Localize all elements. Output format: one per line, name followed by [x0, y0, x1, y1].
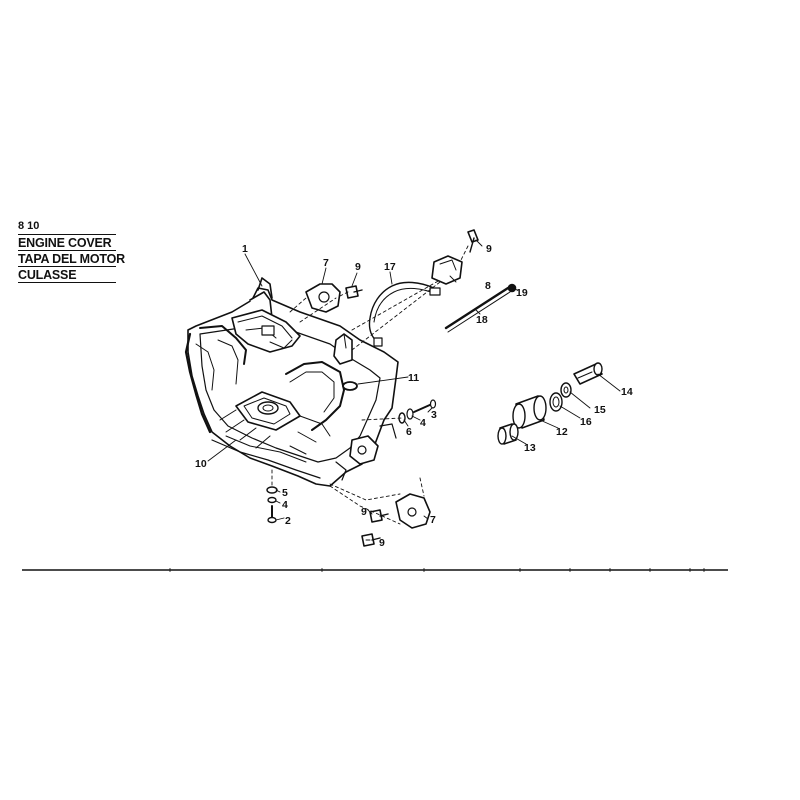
mount-bracket-lower [395, 493, 431, 529]
callout-4-lower: 4 [282, 499, 288, 511]
section-number-fragment: 8 10 [18, 220, 116, 235]
grommet-5 [266, 486, 278, 494]
callout-6: 6 [406, 426, 412, 438]
callout-17: 17 [384, 261, 396, 273]
callout-2: 2 [285, 515, 291, 527]
callout-15: 15 [594, 404, 606, 416]
bottom-rule [22, 568, 728, 572]
callout-16: 16 [580, 416, 592, 428]
wire-harness [368, 281, 441, 347]
engine-cover-housing [184, 277, 399, 487]
washer-4-upper [406, 408, 414, 420]
callout-5: 5 [282, 487, 288, 499]
callout-12: 12 [556, 426, 568, 438]
callout-19: 19 [516, 287, 528, 299]
callout-18: 18 [476, 314, 488, 326]
long-rod [444, 286, 511, 333]
screw-9-upper-mount [345, 285, 363, 299]
rod-end-cap [507, 283, 517, 293]
mount-bracket-upper [305, 283, 341, 313]
washer-4-lower [267, 496, 277, 504]
assembly-lines [271, 245, 469, 525]
callout-9-lower-b: 9 [379, 537, 385, 549]
callout-9-lower-a: 9 [361, 506, 367, 518]
screw-9-lower-b [361, 533, 381, 547]
callout-9-top: 9 [486, 243, 492, 255]
bolt-2 [267, 505, 277, 524]
callout-1: 1 [242, 243, 248, 255]
bolt-3 [413, 399, 437, 413]
callout-labels: 1 7 9 17 9 8 19 18 11 14 15 3 4 6 16 12 … [195, 243, 633, 549]
bushing-16 [549, 392, 563, 412]
callout-7-lower: 7 [430, 514, 436, 526]
screw-9-lower-a [369, 509, 389, 523]
callout-3: 3 [431, 409, 437, 421]
bracket-block [431, 255, 463, 285]
leader-lines [207, 239, 621, 541]
callout-7-upper: 7 [323, 257, 329, 269]
washer-15 [560, 382, 572, 398]
screw-14 [573, 362, 603, 385]
callout-4-upper: 4 [420, 417, 426, 429]
screw-9-top [467, 229, 479, 253]
title-spanish: TAPA DEL MOTOR [18, 252, 125, 267]
title-block: 8 10 ENGINE COVER TAPA DEL MOTOR CULASSE [18, 220, 125, 283]
spacer-12 [512, 395, 547, 429]
spacer-13 [497, 423, 519, 445]
callout-14: 14 [621, 386, 633, 398]
callout-10: 10 [195, 458, 207, 470]
title-french: CULASSE [18, 267, 116, 283]
callout-9-upper: 9 [355, 261, 361, 273]
callout-8: 8 [485, 280, 491, 292]
callout-11: 11 [408, 372, 419, 384]
callout-13: 13 [524, 442, 536, 454]
title-english: ENGINE COVER [18, 235, 116, 251]
